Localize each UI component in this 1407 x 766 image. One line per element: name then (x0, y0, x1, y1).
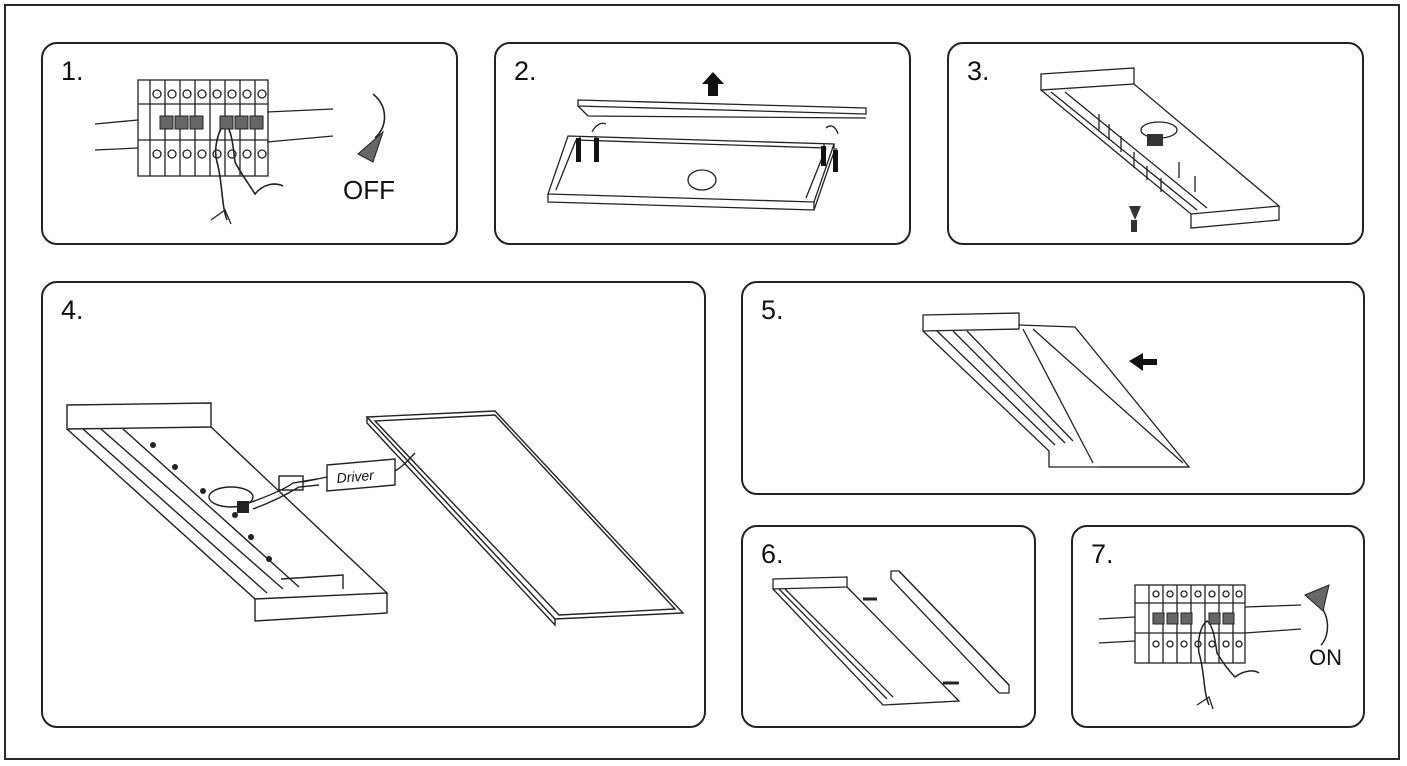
on-arrow-icon (1304, 584, 1330, 612)
step-2-illustration (547, 72, 867, 211)
step-6-panel: 6. (741, 525, 1036, 728)
connector-box (278, 475, 304, 491)
step-3-number: 3. (967, 56, 990, 86)
hand-icon (1197, 620, 1260, 706)
step-2-panel: 2. (494, 42, 911, 245)
step-4-number: 4. (61, 295, 84, 325)
step-4-illustration: Driver (66, 402, 685, 627)
driver-label: Driver (336, 467, 376, 486)
frame-end-top (922, 312, 1020, 332)
hand-icon (214, 123, 284, 221)
step-2-number: 2. (514, 56, 537, 86)
troffer-frame (547, 135, 835, 203)
up-arrow-icon (702, 72, 724, 96)
step-1-illustration: OFF (94, 79, 395, 225)
frame-end-left (66, 402, 212, 430)
frame-end-top (1040, 67, 1135, 91)
off-label: OFF (343, 175, 395, 205)
terminal-block (137, 79, 269, 177)
step-3-panel: 3. (947, 42, 1364, 245)
on-label: ON (1309, 645, 1342, 670)
step-4-panel: 4. Driver (41, 281, 706, 728)
off-arrow-icon (357, 130, 385, 163)
left-arrow-icon (1129, 353, 1157, 371)
step-6-illustration (772, 570, 1010, 706)
step-7-panel: 7. ON (1071, 525, 1365, 728)
cover-strip (890, 570, 1010, 694)
terminal-block (1134, 584, 1246, 664)
step-5-illustration (922, 312, 1191, 468)
step-7-illustration: ON (1098, 584, 1342, 710)
led-panel (365, 410, 685, 620)
cover-strip (577, 99, 867, 115)
step-7-number: 7. (1091, 539, 1114, 569)
frame-end-top (772, 576, 848, 590)
step-5-panel: 5. (741, 281, 1365, 495)
wiring-block (1147, 134, 1163, 146)
driver-box (326, 458, 396, 492)
diagram-frame (4, 4, 1400, 760)
step-1-panel: 1. OFF (41, 42, 458, 245)
step-3-illustration (1040, 67, 1281, 232)
step-6-number: 6. (761, 539, 784, 569)
step-1-number: 1. (61, 56, 84, 86)
step-5-number: 5. (761, 295, 784, 325)
